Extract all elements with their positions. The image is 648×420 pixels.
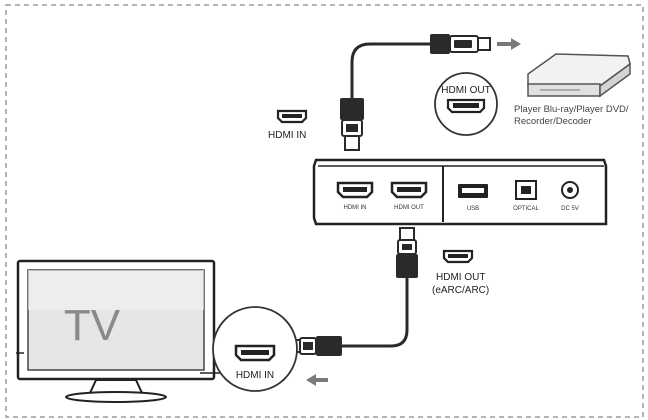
device-port-hdmi-out-label: HDMI OUT bbox=[394, 205, 424, 211]
device-port-dc-label: DC 5V bbox=[561, 206, 579, 212]
player-caption-line1: Player Blu-ray/Player DVD/ bbox=[514, 104, 629, 115]
hdmi-out-earc-label-line1: HDMI OUT bbox=[436, 272, 485, 283]
hdmi-extractor-device: HDMI IN HDMI OUT USB OPTICAL DC 5V bbox=[312, 158, 608, 226]
device-port-usb-label: USB bbox=[467, 206, 479, 212]
arrow-to-tv-head bbox=[306, 374, 316, 386]
hdmi-in-tv-label: HDMI IN bbox=[236, 370, 274, 381]
top-hdmi-cable bbox=[340, 34, 491, 151]
tv-label: TV bbox=[64, 301, 121, 350]
top-cable-boot bbox=[430, 34, 450, 54]
player-caption-line2: Recorder/Decoder bbox=[514, 116, 592, 127]
hdmi-out-earc-group: HDMI OUT (eARC/ARC) bbox=[432, 249, 489, 296]
arrow-to-player-head bbox=[511, 38, 521, 50]
hdmi-out-callout: HDMI OUT bbox=[434, 72, 498, 136]
tv: TV bbox=[16, 259, 216, 403]
device-port-optical-label: OPTICAL bbox=[513, 206, 539, 212]
dashed-frame bbox=[5, 4, 644, 418]
hdmi-in-tv-callout: HDMI IN bbox=[200, 306, 298, 392]
hdmi-out-earc-label-line2: (eARC/ARC) bbox=[432, 285, 489, 296]
hdmi-in-top-label: HDMI IN bbox=[268, 130, 306, 141]
hdmi-out-callout-label: HDMI OUT bbox=[441, 85, 490, 96]
device-port-hdmi-in-label: HDMI IN bbox=[344, 205, 367, 211]
player-device bbox=[527, 53, 631, 98]
hdmi-in-top-group: HDMI IN bbox=[268, 109, 308, 141]
bottom-hdmi-cable bbox=[289, 227, 418, 356]
top-cable-lower-boot bbox=[340, 98, 364, 120]
